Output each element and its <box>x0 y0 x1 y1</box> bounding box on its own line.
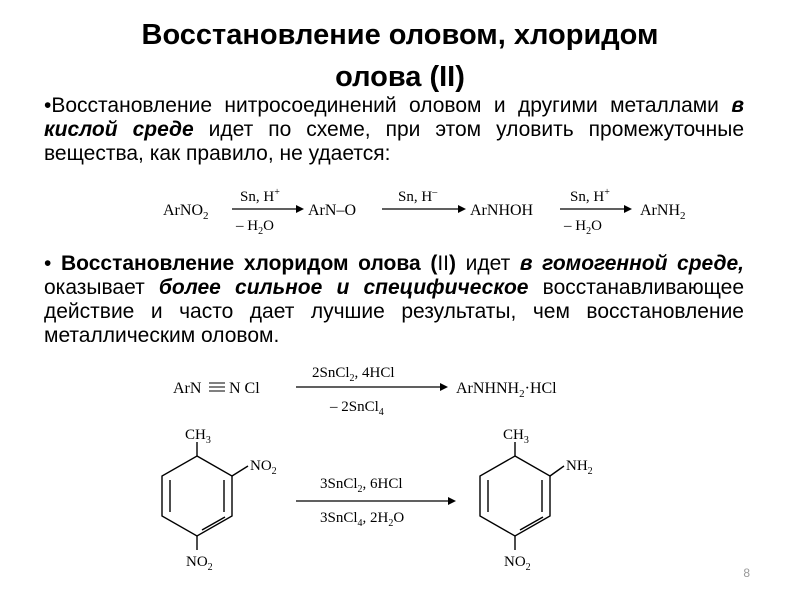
arnhoh-label: ArNHOH <box>470 202 534 219</box>
arrow-2 <box>382 205 466 213</box>
bullet: • <box>44 94 52 117</box>
triple-bond <box>209 382 225 392</box>
left-benzene-ring <box>161 442 249 550</box>
p2-text-2: оказывает <box>44 276 159 299</box>
arrow-5-byproduct: 3SnCl4, 2H2O <box>320 510 404 529</box>
arrow-4 <box>296 383 448 391</box>
p2-bold-lead: Восстановление хлоридом олова (II) <box>61 252 456 275</box>
p2-emphasis-2: более сильное и специфическое <box>158 276 529 299</box>
title-line-1: Восстановление оловом, хлоридом <box>141 19 659 51</box>
arrow-3 <box>560 205 632 213</box>
arno2-label: ArNO2 <box>163 202 209 222</box>
diazonium-label: ArN <box>173 380 202 397</box>
right-ch3-label: CH3 <box>503 427 529 446</box>
bullet: • <box>44 252 52 275</box>
arrow-4-reagent: 2SnCl2, 4HCl <box>312 365 395 384</box>
p1-emphasis: в кислой среде <box>44 94 744 141</box>
page-number: 8 <box>743 566 750 580</box>
arrow-3-reagent: Sn, H+ <box>570 187 610 205</box>
arrow-5-reagent: 3SnCl2, 6HCl <box>320 476 403 495</box>
arrow-4-byproduct: – 2SnCl4 <box>329 399 384 418</box>
paragraph-sncl2-reduction: • Восстановление хлоридом олова (II) иде… <box>44 252 744 348</box>
arrow-3-byproduct: – H2O <box>563 218 602 237</box>
right-bottom-no2-label: NO2 <box>504 554 531 573</box>
paragraph-tin-reduction: •Восстановление нитросоединений оловом и… <box>44 94 744 166</box>
p2-emphasis-1: в гомогенной среде, <box>519 252 744 275</box>
right-benzene-ring <box>479 442 565 550</box>
p2-text-1: идет <box>455 252 520 275</box>
arrow-5 <box>296 497 456 505</box>
left-side-no2-label: NO2 <box>250 458 277 477</box>
slide-title: Восстановление оловом, хлоридом олова (I… <box>0 14 800 98</box>
diazonium-cl-label: N Cl <box>229 380 260 397</box>
arnh2-label: ArNH2 <box>640 202 686 222</box>
title-line-2: олова (II) <box>335 61 465 93</box>
p1-tail: идет по схеме, при этом уловить промежут… <box>44 118 744 165</box>
arrow-1-byproduct: – H2O <box>235 218 274 237</box>
p1-lead: Восстановление нитросоединений оловом и … <box>51 94 732 117</box>
p2-text-3: восстанавливающее действие и часто дает … <box>44 276 745 347</box>
arrow-1 <box>232 205 304 213</box>
reaction-scheme-3: CH3 NO2 NO2 3SnCl2, 6HCl 3SnCl4, 2H2O CH… <box>161 427 593 573</box>
reaction-scheme-1: ArNO2 Sn, H+ – H2O ArN–O Sn, H– ArNHOH S… <box>163 187 686 237</box>
left-bottom-no2-label: NO2 <box>186 554 213 573</box>
arrow-2-reagent: Sn, H– <box>398 187 438 205</box>
left-ch3-label: CH3 <box>185 427 211 446</box>
right-nh2-label: NH2 <box>566 458 593 477</box>
arn-o-label: ArN–O <box>308 202 356 219</box>
arrow-1-reagent: Sn, H+ <box>240 187 280 205</box>
hydrazine-label: ArNHNH2·HCl <box>456 380 557 400</box>
reaction-scheme-2: ArN N Cl 2SnCl2, 4HCl – 2SnCl4 ArNHNH2·H… <box>173 365 557 418</box>
